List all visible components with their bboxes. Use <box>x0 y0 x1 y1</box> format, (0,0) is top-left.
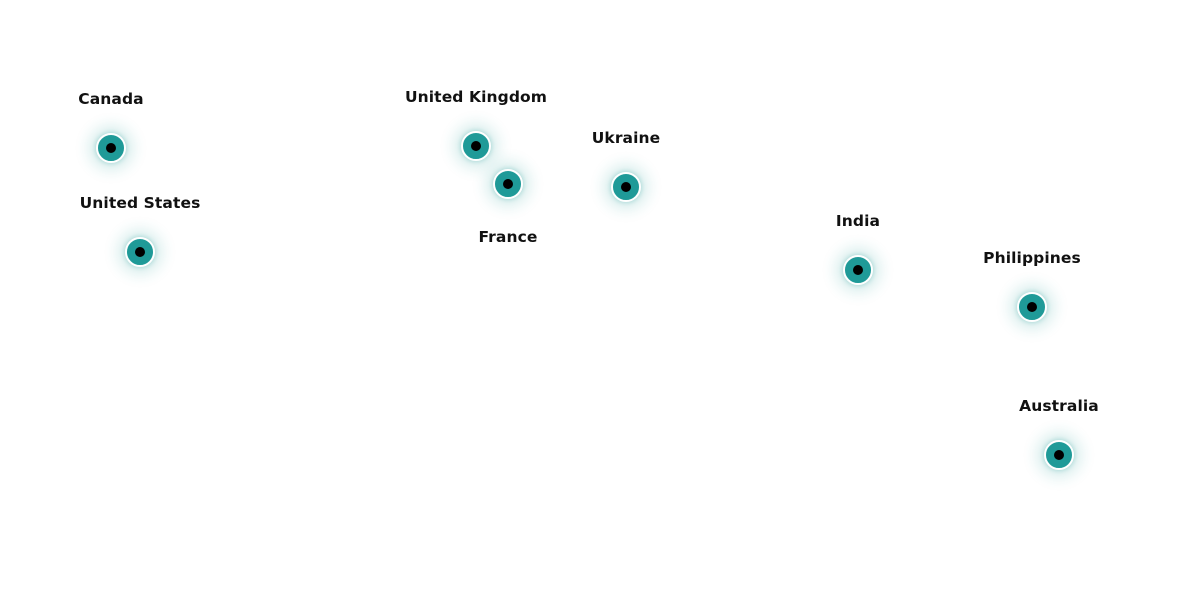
location-dot-icon[interactable] <box>1044 440 1074 470</box>
marker-label: India <box>835 212 881 230</box>
pin-center <box>135 247 145 257</box>
location-dot-icon[interactable] <box>1017 292 1047 322</box>
pin-center <box>1027 302 1037 312</box>
pin-center <box>853 265 863 275</box>
pin-center <box>106 143 116 153</box>
location-dot-icon[interactable] <box>461 131 491 161</box>
marker-label: France <box>478 228 538 246</box>
pin-center <box>503 179 513 189</box>
marker-label: United Kingdom <box>404 88 548 106</box>
location-dot-icon[interactable] <box>611 172 641 202</box>
marker-label: Australia <box>1019 397 1099 415</box>
marker-label: United States <box>79 194 201 212</box>
pin-center <box>1054 450 1064 460</box>
location-dot-icon[interactable] <box>96 133 126 163</box>
pin-center <box>471 141 481 151</box>
location-dot-icon[interactable] <box>493 169 523 199</box>
marker-label: Ukraine <box>591 129 661 147</box>
location-dot-icon[interactable] <box>125 237 155 267</box>
marker-label: Canada <box>78 90 144 108</box>
pin-center <box>621 182 631 192</box>
location-dot-icon[interactable] <box>843 255 873 285</box>
marker-label: Philippines <box>983 249 1081 267</box>
